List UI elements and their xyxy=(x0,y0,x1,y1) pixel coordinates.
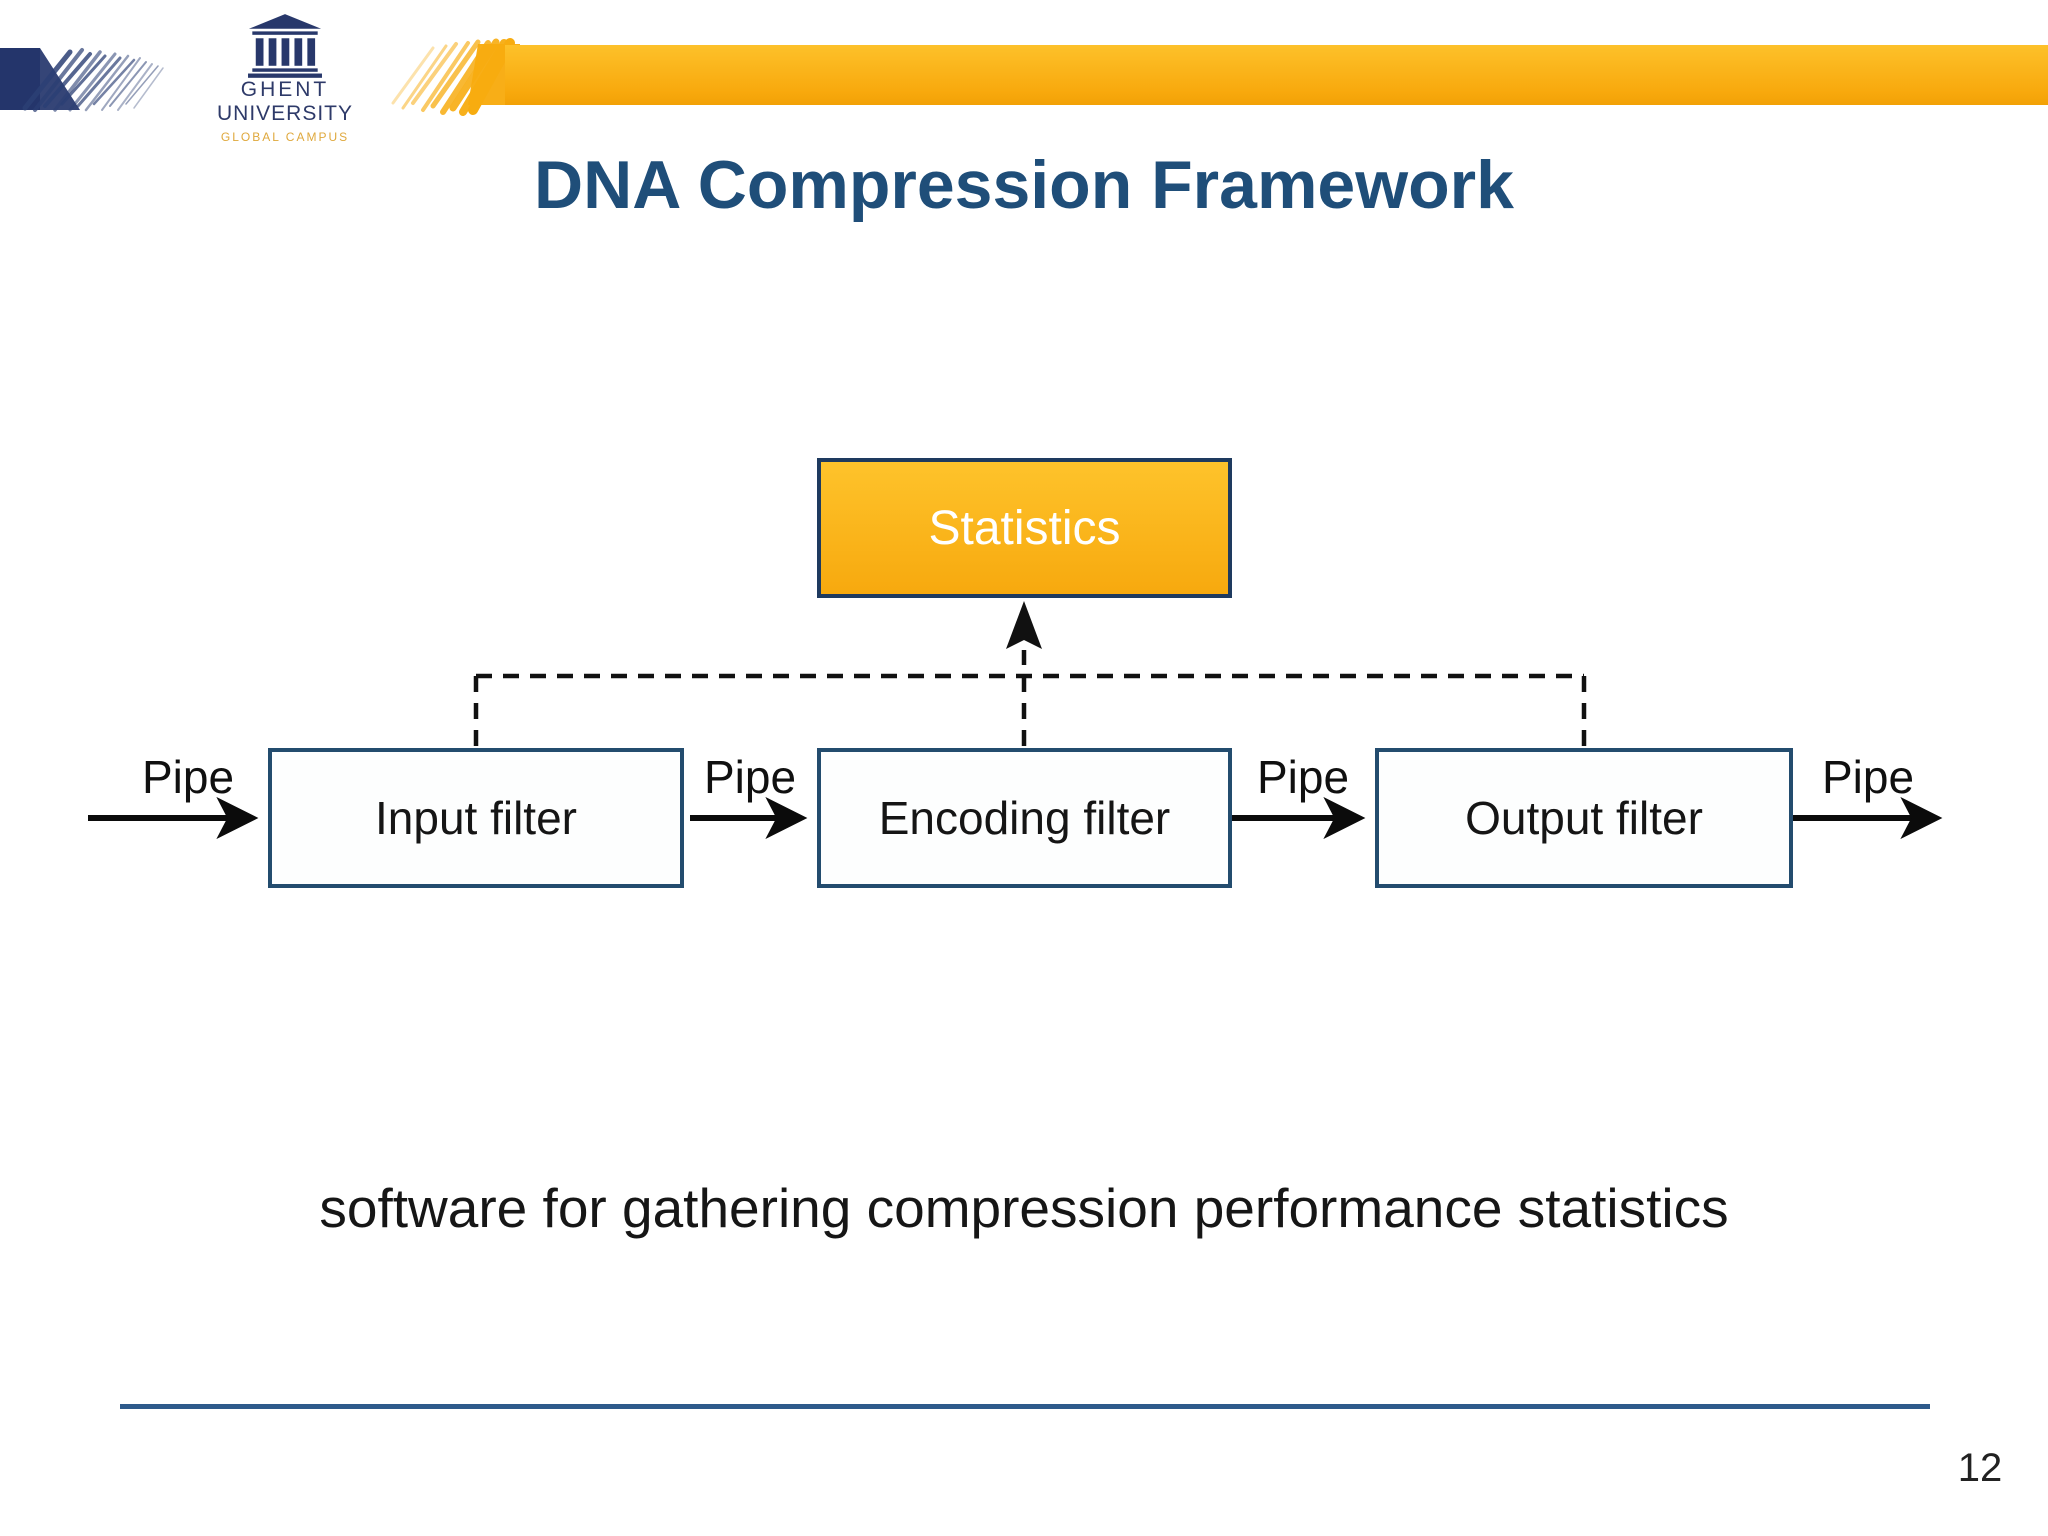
pipe-label-2: Pipe xyxy=(703,751,797,803)
logo-text-ghent: GHENT xyxy=(240,78,330,101)
slide-title: DNA Compression Framework xyxy=(534,147,1514,223)
output-filter-box: Output filter xyxy=(1375,748,1793,888)
encoding-filter-label: Encoding filter xyxy=(878,792,1171,844)
pipe-label-4: Pipe xyxy=(1821,751,1915,803)
input-filter-label: Input filter xyxy=(375,792,577,844)
encoding-filter-box: Encoding filter xyxy=(817,748,1232,888)
slide-caption: software for gathering compression perfo… xyxy=(319,1177,1729,1239)
logo-text-global-campus: GLOBAL CAMPUS xyxy=(220,130,350,145)
statistics-box: Statistics xyxy=(817,458,1232,598)
logo-text-university: UNIVERSITY xyxy=(216,102,354,126)
header-gold-bar xyxy=(505,45,2048,105)
footer-divider-line xyxy=(120,1404,1930,1409)
statistics-label: Statistics xyxy=(928,501,1121,555)
input-filter-box: Input filter xyxy=(268,748,684,888)
ghent-university-logo: GHENT UNIVERSITY GLOBAL CAMPUS xyxy=(205,14,365,144)
up-arrowhead-to-statistics xyxy=(1006,601,1042,649)
page-number: 12 xyxy=(1957,1446,2003,1490)
gold-brushstroke-decoration xyxy=(391,38,520,116)
blue-brushstroke-decoration xyxy=(0,48,164,112)
pipe-label-1: Pipe xyxy=(141,751,235,803)
pipe-label-3: Pipe xyxy=(1256,751,1350,803)
output-filter-label: Output filter xyxy=(1465,792,1703,844)
university-temple-icon xyxy=(248,14,322,78)
